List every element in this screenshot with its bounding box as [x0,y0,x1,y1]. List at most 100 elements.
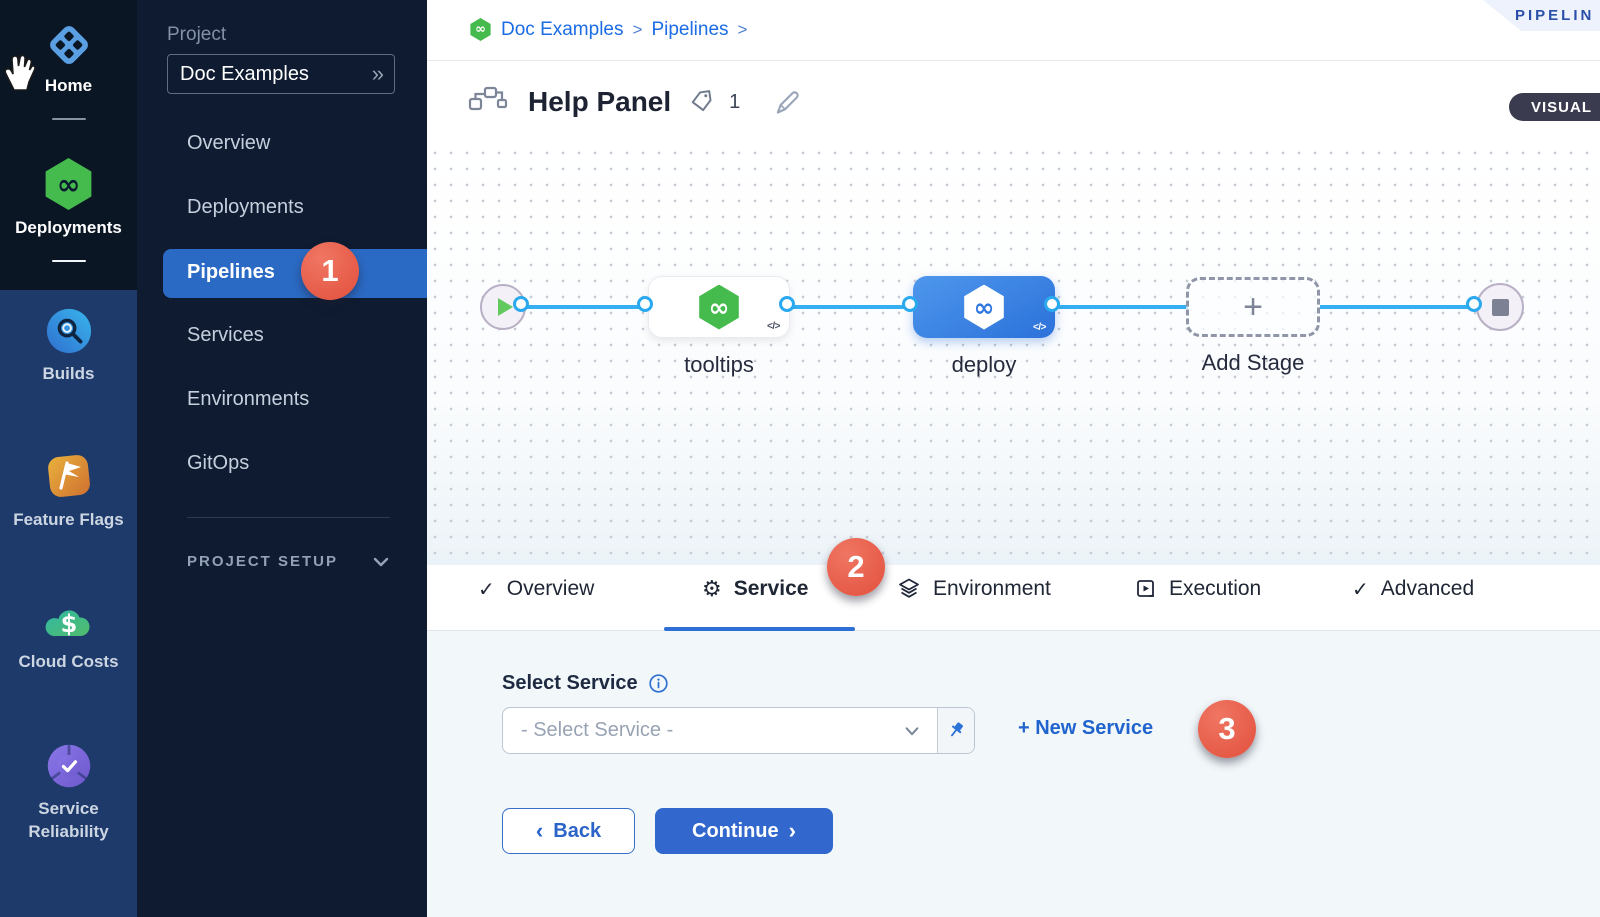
pipeline-connector [524,305,650,309]
breadcrumb-link-pipelines[interactable]: Pipelines [651,18,729,40]
sidebar-item-label: Service Reliability [28,799,109,841]
project-setup-section[interactable]: PROJECT SETUP [187,553,390,570]
project-selector[interactable]: Doc Examples » [167,54,395,94]
tab-label: Advanced [1380,577,1475,600]
layers-icon [899,578,919,598]
pipeline-end-node[interactable] [1476,283,1524,331]
harness-logo-icon [49,26,88,64]
gear-icon: ⚙ [702,576,722,602]
sidebar-item-label: Home [44,76,93,95]
back-button-label: Back [553,819,602,842]
new-service-button[interactable]: + New Service [1018,717,1154,739]
service-reliability-icon [47,744,90,788]
info-icon[interactable] [648,673,669,694]
yaml-code-icon: </> [767,321,780,332]
sidebar-item-environments[interactable]: Environments [187,388,310,410]
pipeline-flowchart-icon [468,86,508,111]
annotation-step-2-badge: 2 [827,538,885,596]
sidebar-item-services[interactable]: Services [187,324,264,346]
breadcrumb-link-project[interactable]: Doc Examples [501,18,624,40]
chevron-down-icon [903,724,937,738]
add-stage-label: Add Stage [1201,350,1305,375]
pipeline-canvas[interactable] [427,145,1600,565]
check-icon: ✓ [1352,577,1369,601]
tab-overview[interactable]: ✓ Overview [478,574,594,604]
annotation-step-1-badge: 1 [301,242,359,300]
yaml-code-icon: </> [1033,322,1046,333]
sidebar-item-home[interactable]: Home [0,22,137,96]
execution-icon [1137,580,1154,597]
tab-service[interactable]: ⚙ Service [702,574,808,604]
sidebar-item-label: Feature Flags [13,510,124,529]
connector-port[interactable] [1044,296,1060,312]
sidebar-item-label: Builds [42,364,95,383]
ribbon-label: PIPELIN [1515,7,1595,24]
tab-execution[interactable]: Execution [1135,574,1261,604]
add-stage-button[interactable]: + [1186,277,1320,337]
pin-runtime-input-button[interactable] [937,708,974,753]
connector-port[interactable] [637,296,653,312]
tab-label: Environment [933,577,1051,600]
tags-icon [691,90,712,112]
sidebar-divider [187,517,390,518]
stage-node-tooltips[interactable]: ∞ </> [648,276,790,338]
pin-icon [950,721,963,736]
builds-icon [46,308,91,354]
tag-count: 1 [729,90,741,113]
project-setup-label: PROJECT SETUP [187,553,339,570]
visual-yaml-toggle[interactable]: VISUAL [1509,93,1600,121]
select-service-label: Select Service [502,672,638,694]
stage-label: tooltips [684,352,754,377]
tab-label: Service [733,577,809,600]
sidebar-item-deployments-nav[interactable]: Deployments [187,196,304,218]
tab-environment[interactable]: Environment [897,574,1051,604]
connector-port[interactable] [779,296,795,312]
active-tab-underline [664,627,855,631]
sidebar-item-cloud-costs[interactable]: $ Cloud Costs [0,596,137,672]
connector-port[interactable] [513,296,529,312]
connector-port[interactable] [902,296,918,312]
pipeline-connector [1055,305,1188,309]
tab-label: Execution [1169,577,1262,600]
continue-button-label: Continue [692,819,779,842]
edit-pencil-icon[interactable] [772,88,800,116]
select-service-label-row: Select Service [502,672,669,695]
sidebar-item-builds[interactable]: Builds [0,306,137,384]
select-service-dropdown[interactable]: - Select Service - [502,707,975,754]
harness-stage-icon: ∞ [964,284,1004,330]
chevron-down-icon [373,557,389,566]
back-button[interactable]: ‹ Back [502,808,635,854]
project-section-label: Project [167,24,227,45]
pipeline-connector [790,305,915,309]
sidebar-item-feature-flags[interactable]: Feature Flags [0,450,137,530]
expand-project-icon[interactable]: » [371,61,384,86]
deployments-icon: ∞ [45,158,92,210]
pipeline-connector [1320,305,1470,309]
breadcrumb: ∞ Doc Examples > Pipelines > [469,18,747,41]
sidebar-item-service-reliability[interactable]: Service Reliability [0,742,137,844]
chevron-left-icon: ‹ [535,818,544,843]
service-tab-panel [427,631,1600,917]
sidebar-item-deployments[interactable]: ∞ Deployments [0,158,137,238]
sidebar-item-label: Cloud Costs [18,652,119,671]
svg-text:$: $ [60,610,77,638]
sidebar-item-pipelines[interactable]: Pipelines [163,249,427,298]
stop-icon [1491,298,1509,316]
sidebar-item-gitops[interactable]: GitOps [187,452,250,474]
tab-advanced[interactable]: ✓ Advanced [1352,574,1474,604]
deployments-module-icon: ∞ [470,18,491,41]
sidebar-item-overview[interactable]: Overview [187,132,271,154]
chevron-right-icon: › [788,818,796,843]
stage-label: deploy [951,352,1017,377]
check-icon: ✓ [478,577,495,601]
project-name: Doc Examples [180,62,309,85]
stage-node-deploy-selected[interactable]: ∞ </> [913,276,1055,338]
pipeline-studio-ribbon: PIPELIN [1483,0,1600,31]
stage-tabbar [427,565,1600,631]
annotation-step-3-badge: 3 [1198,700,1256,758]
connector-port[interactable] [1466,296,1482,312]
continue-button[interactable]: Continue › [655,808,833,854]
sidebar-divider [52,260,86,262]
main-header [427,0,1600,145]
feature-flags-icon [47,455,90,497]
